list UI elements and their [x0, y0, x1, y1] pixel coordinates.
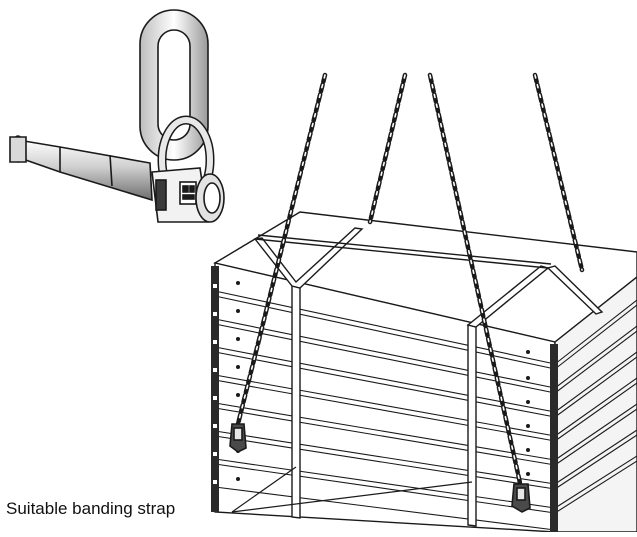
swivel-hoist-ring-icon: [9, 9, 225, 223]
sling-hook-icon: [229, 423, 531, 513]
crate-layers-front: [214, 290, 556, 531]
callout-leader-lines: [231, 466, 473, 513]
chain-sling-icon: [233, 72, 585, 495]
banding-strap-right: [466, 265, 604, 527]
equipment-crate-stack: [211, 211, 637, 533]
crate-layers-side: [554, 299, 637, 514]
banding-strap-callout: Suitable banding strap: [6, 499, 176, 518]
banding-strap-left: [253, 227, 364, 519]
